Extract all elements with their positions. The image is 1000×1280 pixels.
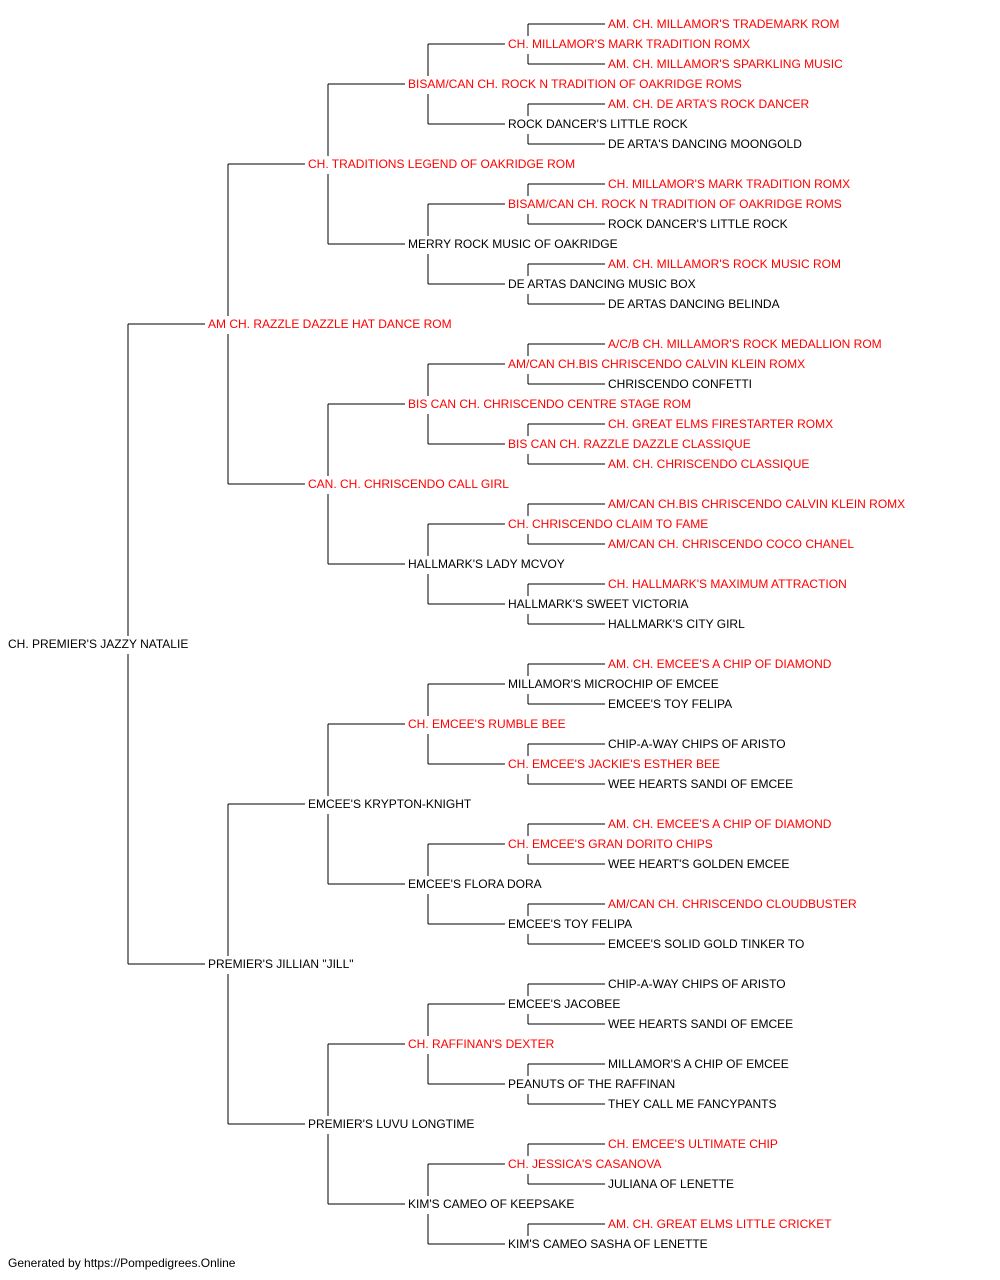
pedigree-name: AM/CAN CH. CHRISCENDO COCO CHANEL <box>608 537 854 551</box>
pedigree-name: EMCEE'S JACOBEE <box>508 997 620 1011</box>
pedigree-name: CH. MILLAMOR'S MARK TRADITION ROMX <box>608 177 850 191</box>
pedigree-tree: CH. PREMIER'S JAZZY NATALIE AM CH. RAZZLE… <box>8 17 905 1250</box>
pedigree-name: BISAM/CAN CH. ROCK N TRADITION OF OAKRID… <box>408 77 742 91</box>
pedigree-name: CH. GREAT ELMS FIRESTARTER ROMX <box>608 417 833 431</box>
footer-credit: Generated by https://Pompedigrees.Online <box>8 1256 236 1270</box>
pedigree-name: CH. EMCEE'S RUMBLE BEE <box>408 717 566 731</box>
pedigree-name: AM. CH. MILLAMOR'S SPARKLING MUSIC <box>608 57 843 71</box>
pedigree-name: CHIP-A-WAY CHIPS OF ARISTO <box>608 737 786 751</box>
pedigree-name: BIS CAN CH. RAZZLE DAZZLE CLASSIQUE <box>508 437 751 451</box>
pedigree-name: DE ARTAS DANCING MUSIC BOX <box>508 277 696 291</box>
pedigree-name: DE ARTA'S DANCING MOONGOLD <box>608 137 802 151</box>
pedigree-name: KIM'S CAMEO OF KEEPSAKE <box>408 1197 574 1211</box>
pedigree-name: CHIP-A-WAY CHIPS OF ARISTO <box>608 977 786 991</box>
pedigree-name: EMCEE'S TOY FELIPA <box>608 697 732 711</box>
pedigree-name: CH. CHRISCENDO CLAIM TO FAME <box>508 517 708 531</box>
pedigree-name: AM. CH. DE ARTA'S ROCK DANCER <box>608 97 810 111</box>
pedigree-name: PREMIER'S JILLIAN "JILL" <box>208 957 354 971</box>
pedigree-name: MILLAMOR'S A CHIP OF EMCEE <box>608 1057 789 1071</box>
pedigree-name: WEE HEARTS SANDI OF EMCEE <box>608 777 793 791</box>
pedigree-name: CH. RAFFINAN'S DEXTER <box>408 1037 555 1051</box>
pedigree-name: MILLAMOR'S MICROCHIP OF EMCEE <box>508 677 719 691</box>
pedigree-name: CH. MILLAMOR'S MARK TRADITION ROMX <box>508 37 750 51</box>
pedigree-name: AM. CH. CHRISCENDO CLASSIQUE <box>608 457 809 471</box>
pedigree-name: PEANUTS OF THE RAFFINAN <box>508 1077 675 1091</box>
pedigree-name: JULIANA OF LENETTE <box>608 1177 734 1191</box>
pedigree-name: CH. TRADITIONS LEGEND OF OAKRIDGE ROM <box>308 157 575 171</box>
pedigree-name: A/C/B CH. MILLAMOR'S ROCK MEDALLION ROM <box>608 337 882 351</box>
pedigree-name: CH. EMCEE'S ULTIMATE CHIP <box>608 1137 778 1151</box>
pedigree-name: AM/CAN CH.BIS CHRISCENDO CALVIN KLEIN RO… <box>608 497 905 511</box>
pedigree-name: ROCK DANCER'S LITTLE ROCK <box>508 117 688 131</box>
pedigree-name: AM. CH. EMCEE'S A CHIP OF DIAMOND <box>608 657 832 671</box>
pedigree-name: CHRISCENDO CONFETTI <box>608 377 752 391</box>
pedigree-name: BISAM/CAN CH. ROCK N TRADITION OF OAKRID… <box>508 197 842 211</box>
pedigree-name: WEE HEART'S GOLDEN EMCEE <box>608 857 789 871</box>
pedigree-name: AM/CAN CH. CHRISCENDO CLOUDBUSTER <box>608 897 857 911</box>
pedigree-name: BIS CAN CH. CHRISCENDO CENTRE STAGE ROM <box>408 397 691 411</box>
pedigree-name: PREMIER'S LUVU LONGTIME <box>308 1117 474 1131</box>
pedigree-name: AM. CH. MILLAMOR'S ROCK MUSIC ROM <box>608 257 841 271</box>
pedigree-name: CH. PREMIER'S JAZZY NATALIE <box>8 637 188 651</box>
pedigree-name: CH. EMCEE'S JACKIE'S ESTHER BEE <box>508 757 720 771</box>
pedigree-name: EMCEE'S TOY FELIPA <box>508 917 632 931</box>
pedigree-name: CAN. CH. CHRISCENDO CALL GIRL <box>308 477 509 491</box>
pedigree-name: EMCEE'S FLORA DORA <box>408 877 542 891</box>
pedigree-name: EMCEE'S SOLID GOLD TINKER TO <box>608 937 804 951</box>
pedigree-name: THEY CALL ME FANCYPANTS <box>608 1097 777 1111</box>
pedigree-name: CH. HALLMARK'S MAXIMUM ATTRACTION <box>608 577 847 591</box>
pedigree-name: CH. JESSICA'S CASANOVA <box>508 1157 661 1171</box>
pedigree-name: KIM'S CAMEO SASHA OF LENETTE <box>508 1237 708 1250</box>
pedigree-name: DE ARTAS DANCING BELINDA <box>608 297 780 311</box>
pedigree-name: AM. CH. MILLAMOR'S TRADEMARK ROM <box>608 17 839 31</box>
pedigree-name: AM/CAN CH.BIS CHRISCENDO CALVIN KLEIN RO… <box>508 357 805 371</box>
pedigree-name: CH. EMCEE'S GRAN DORITO CHIPS <box>508 837 713 851</box>
pedigree-name: WEE HEARTS SANDI OF EMCEE <box>608 1017 793 1031</box>
pedigree-name: MERRY ROCK MUSIC OF OAKRIDGE <box>408 237 618 251</box>
pedigree-name: EMCEE'S KRYPTON-KNIGHT <box>308 797 472 811</box>
pedigree-name: ROCK DANCER'S LITTLE ROCK <box>608 217 788 231</box>
pedigree-name: HALLMARK'S LADY MCVOY <box>408 557 565 571</box>
pedigree-name: AM. CH. GREAT ELMS LITTLE CRICKET <box>608 1217 832 1231</box>
pedigree-name: HALLMARK'S CITY GIRL <box>608 617 745 631</box>
pedigree-name: HALLMARK'S SWEET VICTORIA <box>508 597 689 611</box>
pedigree-name: AM CH. RAZZLE DAZZLE HAT DANCE ROM <box>208 317 452 331</box>
pedigree-name: AM. CH. EMCEE'S A CHIP OF DIAMOND <box>608 817 832 831</box>
